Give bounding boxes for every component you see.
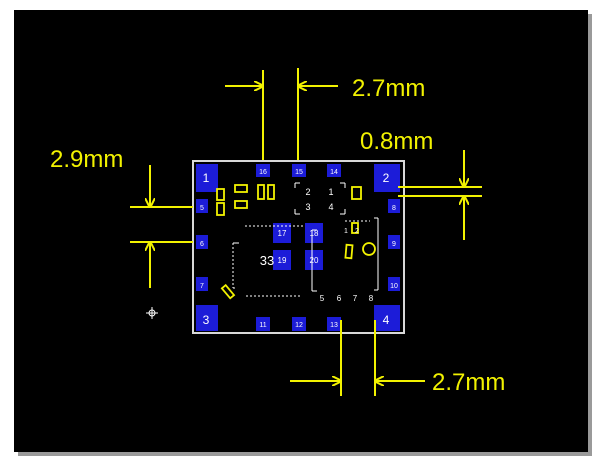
pad-label-2: 2 [383, 171, 390, 185]
corner-pads [196, 164, 400, 331]
pad-label-17: 17 [278, 229, 287, 238]
dimension-lines [130, 68, 482, 396]
pad-17 [273, 223, 291, 243]
board-outline [192, 160, 405, 334]
origin-marker [146, 307, 158, 319]
pad-15 [292, 164, 306, 177]
silk-right-1: 1 [344, 228, 348, 235]
dimension-labels: 2.7mm 2.9mm 0.8mm 2.7mm [50, 75, 505, 396]
pad-label-7: 7 [200, 283, 204, 290]
pad-label-9: 9 [392, 241, 396, 248]
pad-8 [388, 199, 400, 213]
pad-label-5: 5 [200, 205, 204, 212]
silk-right-2: 2 [355, 228, 359, 235]
pad-label-19: 19 [278, 256, 287, 265]
pad-label-13: 13 [330, 322, 338, 329]
pad-labels: 1 2 3 4 5 6 7 8 9 10 16 15 14 11 12 13 1… [200, 169, 398, 329]
center-pads [273, 223, 323, 270]
pad-label-20: 20 [310, 256, 319, 265]
pad-label-15: 15 [295, 169, 303, 176]
pad-4 [374, 305, 400, 331]
pad-label-6: 6 [200, 241, 204, 248]
pad-11 [256, 317, 270, 331]
canvas-shadow-right [588, 14, 592, 456]
pad-label-10: 10 [390, 283, 398, 290]
edge-pads [196, 164, 400, 331]
pad-7 [196, 277, 208, 291]
canvas-shadow-bottom [18, 452, 592, 456]
component-outlines [216, 184, 376, 300]
silk-bottom-6: 6 [337, 294, 342, 303]
pad-19 [273, 250, 291, 270]
pad-label-4: 4 [383, 313, 390, 327]
silk-center-label: 33 [260, 253, 274, 268]
pad-10 [388, 277, 400, 291]
pad-label-11: 11 [259, 322, 266, 329]
pad-label-18: 18 [310, 229, 319, 238]
pad-label-14: 14 [330, 169, 338, 176]
pad-14 [327, 164, 341, 177]
pad-18 [305, 223, 323, 243]
silk-text: 2 1 3 4 33 5 6 7 8 1 2 [260, 187, 374, 303]
silk-bottom-8: 8 [369, 294, 374, 303]
dim-top-label: 2.7mm [352, 75, 425, 102]
pad-16 [256, 164, 270, 177]
silk-bottom-5: 5 [320, 294, 325, 303]
pad-20 [305, 250, 323, 270]
dim-bottom-label: 2.7mm [432, 369, 505, 396]
pad-3 [196, 305, 218, 331]
silk-bottom-7: 7 [353, 294, 358, 303]
pad-9 [388, 235, 400, 249]
pad-1 [196, 164, 218, 192]
pad-5 [196, 199, 208, 213]
dim-right-label: 0.8mm [360, 128, 433, 155]
pad-label-8: 8 [392, 205, 396, 212]
silk-sub-4: 4 [328, 202, 333, 212]
pad-6 [196, 235, 208, 249]
silk-sub-2: 2 [305, 187, 310, 197]
dim-left-label: 2.9mm [50, 146, 123, 173]
silk-sub-3: 3 [305, 202, 310, 212]
pad-label-3: 3 [203, 313, 210, 327]
silkscreen [232, 182, 379, 297]
silk-sub-1: 1 [328, 187, 333, 197]
pad-2 [374, 164, 400, 192]
pad-label-16: 16 [259, 169, 267, 176]
pad-label-12: 12 [295, 322, 303, 329]
pad-label-1: 1 [203, 171, 210, 185]
pad-13 [327, 317, 341, 331]
pad-12 [292, 317, 306, 331]
